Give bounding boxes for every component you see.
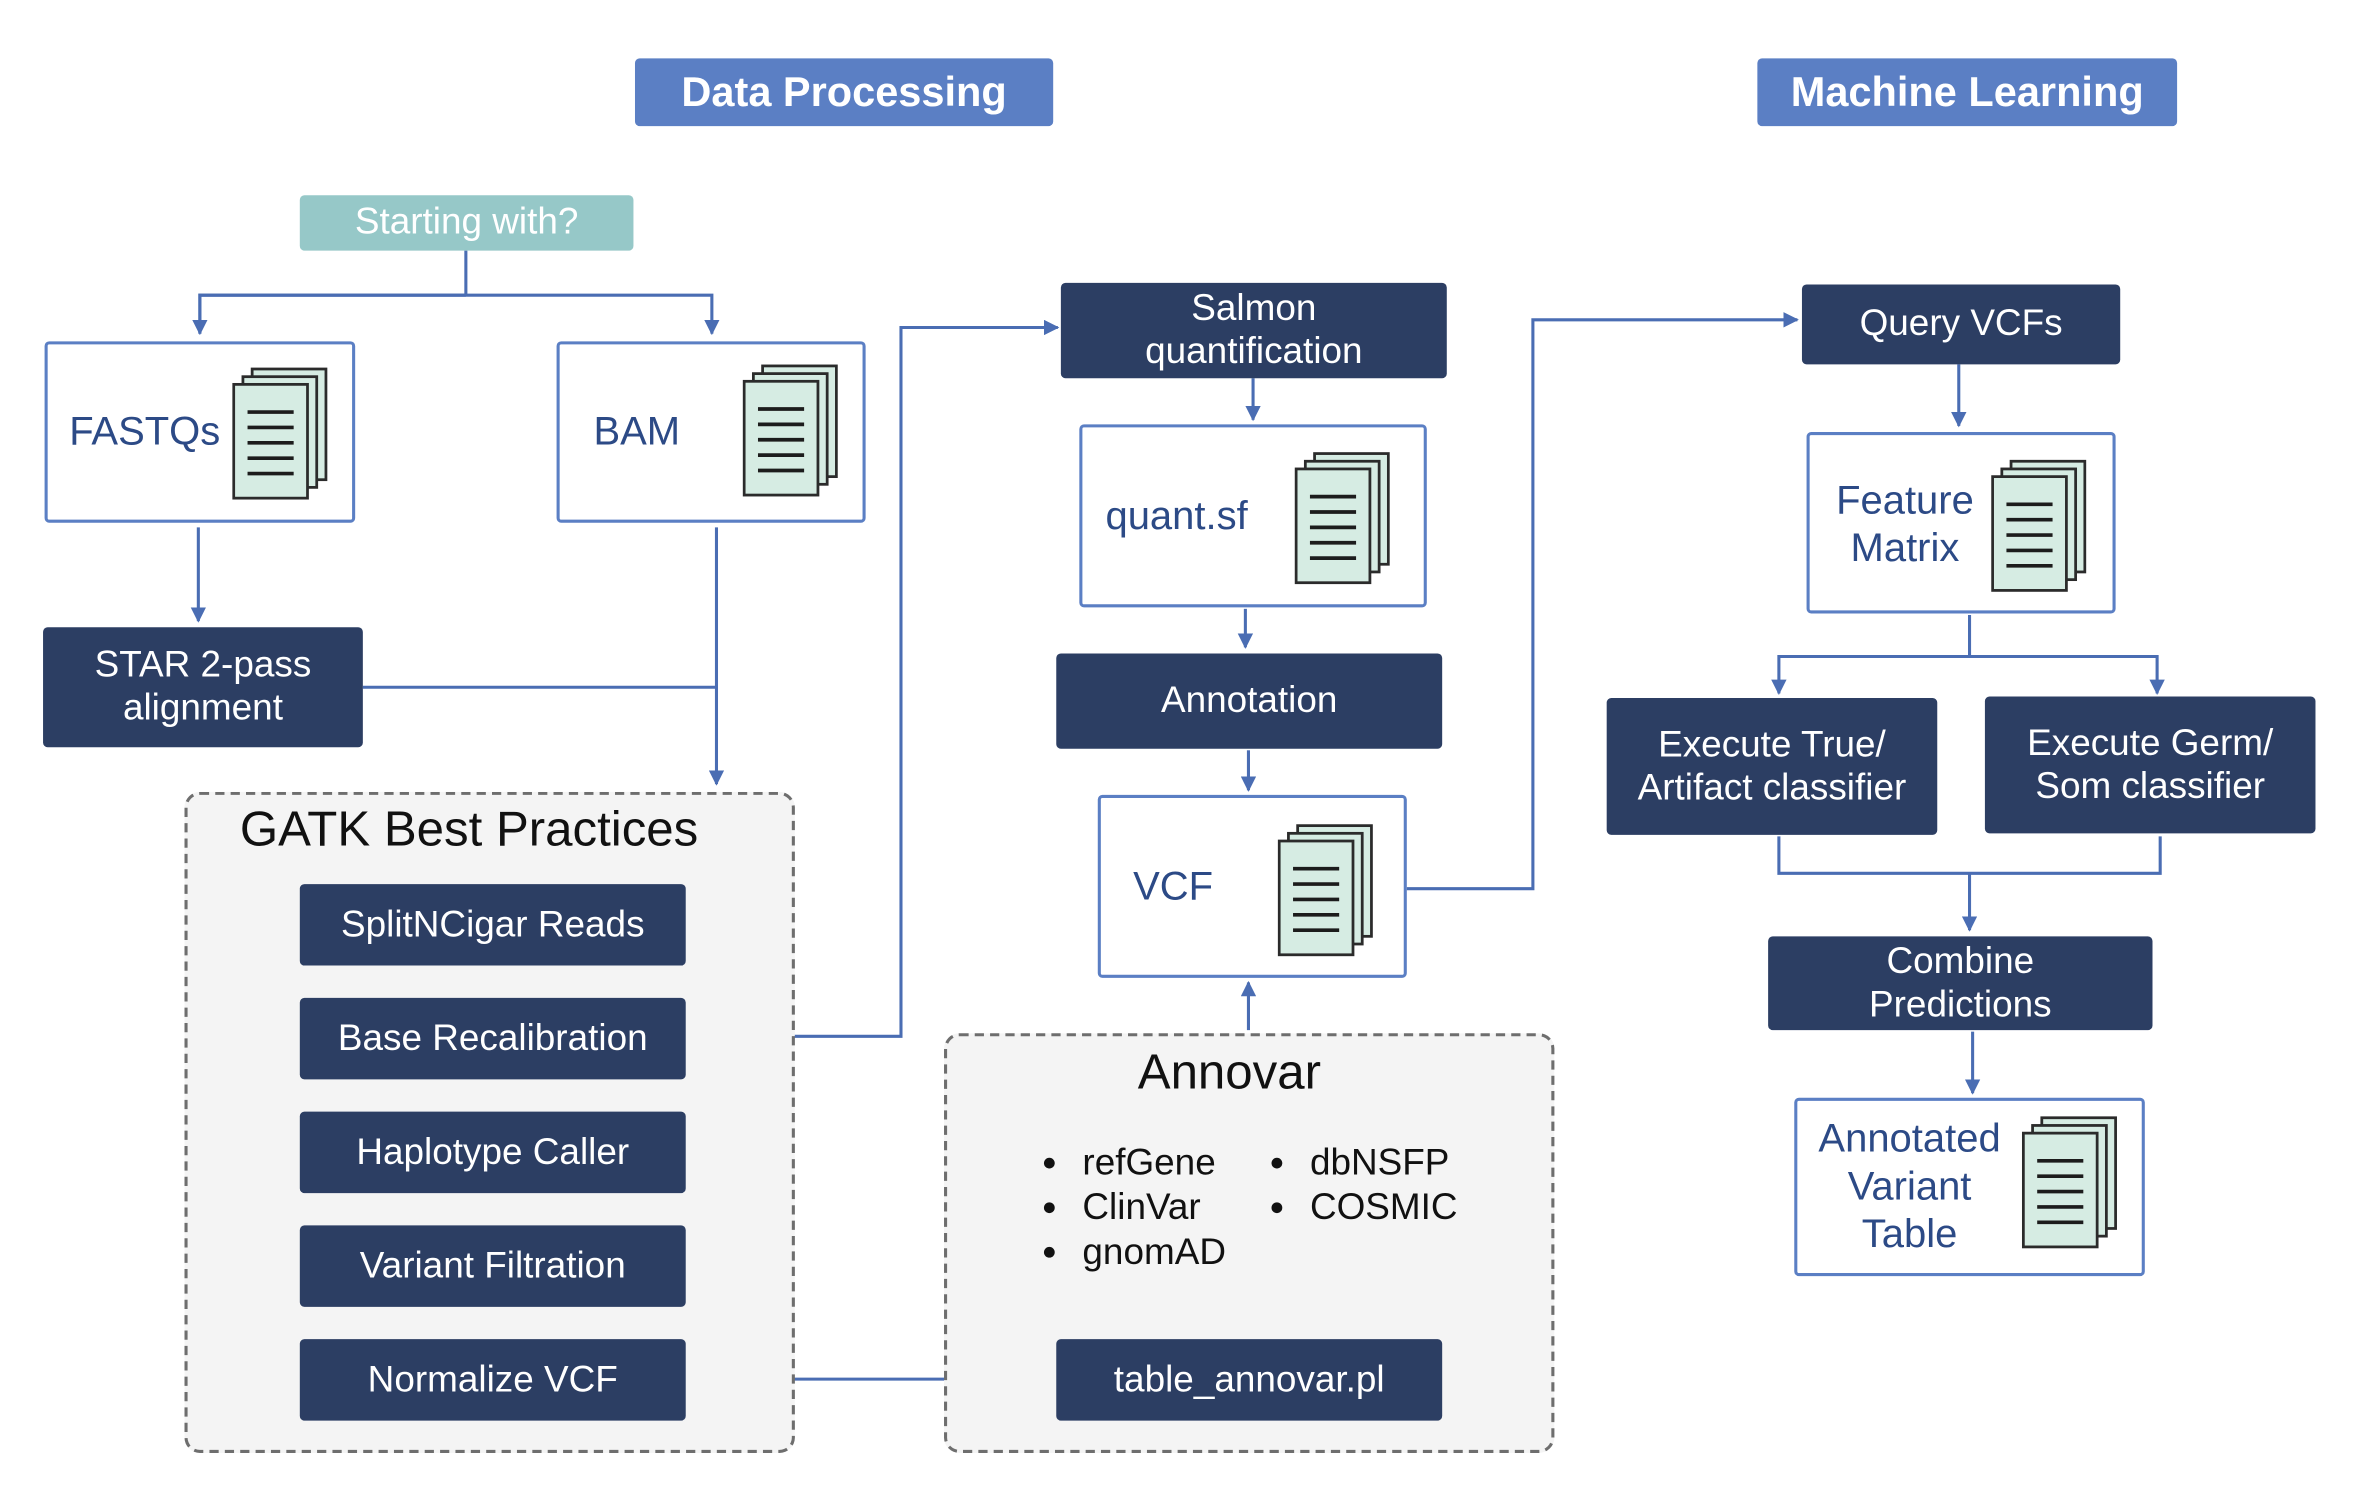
bam-file-node: BAM bbox=[556, 341, 866, 523]
quant-sf-file-node: quant.sf bbox=[1079, 424, 1427, 608]
line-classifiers-merge bbox=[1777, 836, 2162, 875]
header-data-processing: Data Processing bbox=[634, 58, 1054, 127]
gatk-step-base-recalibration: Base Recalibration bbox=[299, 997, 686, 1080]
document-stack-icon bbox=[232, 366, 328, 501]
salmon-quantification-node: Salmon quantification bbox=[1060, 282, 1447, 379]
document-stack-icon bbox=[742, 363, 838, 498]
db-clinvar: ClinVar bbox=[1076, 1185, 1226, 1230]
vcf-label: VCF bbox=[1133, 862, 1214, 909]
germ-som-classifier-node: Execute Germ/ Som classifier bbox=[1984, 696, 2316, 834]
quant-sf-label: quant.sf bbox=[1105, 492, 1248, 539]
annotated-variant-table-node: Annotated Variant Table bbox=[1794, 1097, 2145, 1277]
document-stack-icon bbox=[1294, 450, 1390, 585]
annovar-db-list-left: refGene ClinVar gnomAD bbox=[1036, 1141, 1226, 1275]
annotated-variant-table-label: Annotated Variant Table bbox=[1818, 1114, 2001, 1257]
table-annovar-node: table_annovar.pl bbox=[1056, 1339, 1443, 1421]
combine-predictions-node: Combine Predictions bbox=[1768, 936, 2153, 1031]
feature-matrix-file-node: Feature Matrix bbox=[1806, 432, 2116, 614]
header-machine-learning: Machine Learning bbox=[1757, 58, 2178, 127]
annovar-title: Annovar bbox=[1137, 1043, 1322, 1100]
star-alignment-node: STAR 2-pass alignment bbox=[43, 627, 363, 748]
db-cosmic: COSMIC bbox=[1304, 1185, 1458, 1230]
db-refgene: refGene bbox=[1076, 1141, 1226, 1186]
gatk-title: GATK Best Practices bbox=[239, 801, 699, 857]
arrow-start-to-fastqs bbox=[192, 293, 466, 336]
true-artifact-classifier-node: Execute True/ Artifact classifier bbox=[1606, 698, 1938, 835]
db-dbnsfp: dbNSFP bbox=[1304, 1141, 1458, 1186]
gatk-step-haplotype-caller: Haplotype Caller bbox=[299, 1111, 686, 1194]
db-gnomad: gnomAD bbox=[1076, 1230, 1226, 1275]
start-node: Starting with? bbox=[299, 195, 634, 251]
document-stack-icon bbox=[1991, 458, 2087, 593]
query-vcfs-node: Query VCFs bbox=[1801, 284, 2121, 365]
bam-label: BAM bbox=[593, 407, 681, 454]
gatk-step-variant-filtration: Variant Filtration bbox=[299, 1225, 686, 1307]
arrow-feature-split bbox=[1771, 615, 1972, 695]
fastqs-label: FASTQs bbox=[69, 407, 221, 454]
gatk-step-normalize-vcf: Normalize VCF bbox=[299, 1339, 686, 1421]
feature-matrix-label: Feature Matrix bbox=[1836, 476, 1974, 571]
document-stack-icon bbox=[1277, 823, 1373, 958]
arrow-vcf-to-query bbox=[1406, 312, 1799, 891]
gatk-step-splitncigar: SplitNCigar Reads bbox=[299, 884, 686, 966]
vcf-file-node: VCF bbox=[1097, 794, 1407, 978]
arrow-feature-to-germsom bbox=[1969, 654, 2165, 695]
arrow-start-split bbox=[198, 250, 712, 334]
annotation-node: Annotation bbox=[1056, 653, 1443, 749]
document-stack-icon bbox=[2021, 1115, 2117, 1250]
fastqs-file-node: FASTQs bbox=[44, 341, 356, 523]
annovar-db-list-right: dbNSFP COSMIC bbox=[1264, 1141, 1458, 1230]
